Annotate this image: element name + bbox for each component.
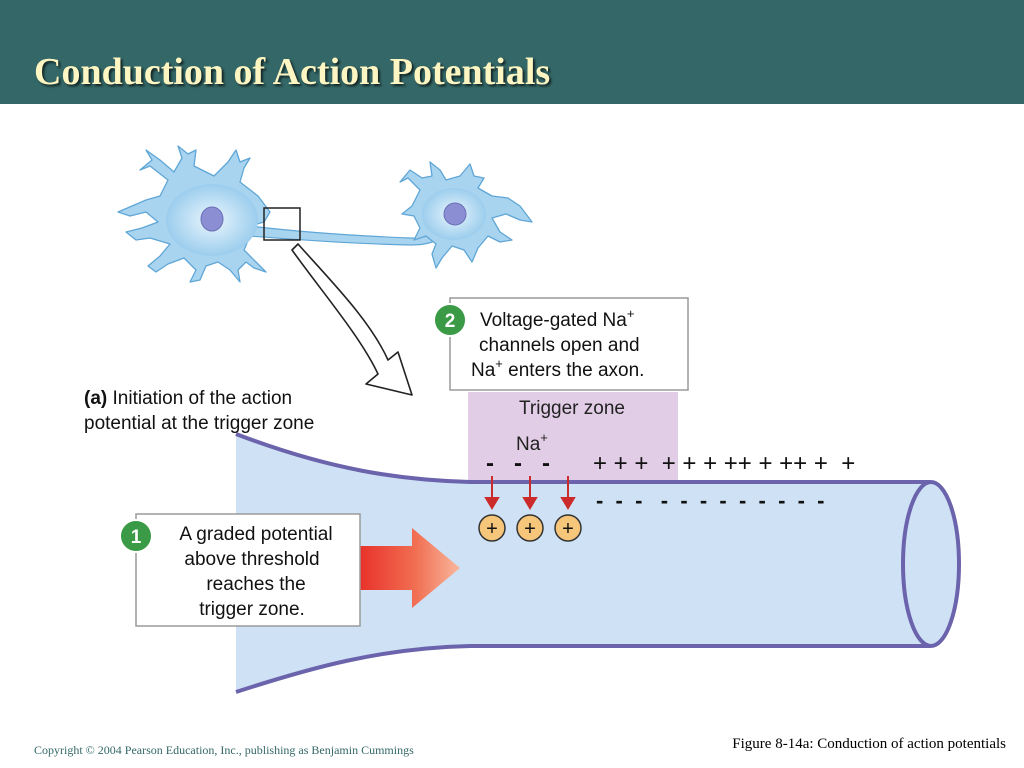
- step-2-callout: 2 Voltage-gated Na+ channels open and Na…: [433, 297, 689, 391]
- zoom-arrow: [291, 243, 413, 396]
- na-influx-arrows: [484, 476, 576, 510]
- trigger-zone-label: Trigger zone: [519, 398, 625, 419]
- svg-text:above threshold: above threshold: [184, 549, 319, 570]
- outside-negative-charges: - - -: [486, 450, 550, 477]
- part-caption: (a) Initiation of the action: [84, 388, 292, 409]
- step-2-badge: [433, 303, 467, 337]
- outside-positive-charges: + + + + + + ++ + ++ + +: [593, 450, 855, 477]
- axon-membrane-bottom: [235, 644, 930, 694]
- sodium-ion: +: [516, 514, 544, 542]
- svg-text:Na+ enters the axon.: Na+ enters the axon.: [471, 356, 644, 381]
- svg-text:+: +: [524, 518, 536, 540]
- part-caption-line2: potential at the trigger zone: [84, 413, 314, 434]
- nucleus-left: [200, 206, 224, 232]
- axon-section: [235, 392, 961, 694]
- sodium-ion: +: [478, 514, 506, 542]
- svg-text:A graded potential: A graded potential: [179, 524, 332, 545]
- axon-cut-end: [901, 480, 961, 648]
- step-1-callout: 1 A graded potential above threshold rea…: [119, 513, 361, 627]
- svg-text:+: +: [562, 518, 574, 540]
- sodium-ion: +: [554, 514, 582, 542]
- svg-text:channels open and: channels open and: [479, 335, 640, 356]
- title-bar: [0, 0, 1024, 104]
- svg-text:1: 1: [131, 527, 142, 548]
- zoom-box: [263, 207, 301, 241]
- neuron-cell-body-left: [117, 145, 271, 283]
- graded-potential-arrow: [360, 528, 460, 608]
- svg-text:Voltage-gated Na+: Voltage-gated Na+: [480, 306, 634, 331]
- neuron-illustration: [117, 145, 533, 283]
- inside-negative-charges: - - - - - - - - - - - -: [596, 488, 825, 513]
- nucleus-right: [443, 202, 467, 226]
- trigger-zone-region: [468, 392, 678, 482]
- step-1-badge: [119, 519, 153, 553]
- figure-caption: Figure 8-14a: Conduction of action poten…: [732, 736, 1006, 752]
- svg-text:trigger zone.: trigger zone.: [199, 599, 305, 620]
- svg-text:reaches the: reaches the: [206, 574, 305, 595]
- slide-title: Conduction of Action Potentials: [34, 51, 551, 93]
- svg-text:+: +: [486, 518, 498, 540]
- copyright-notice: Copyright © 2004 Pearson Education, Inc.…: [34, 743, 414, 757]
- na-ion-label: Na+: [516, 430, 548, 455]
- svg-text:2: 2: [445, 311, 456, 332]
- axon-membrane-top: [235, 432, 930, 484]
